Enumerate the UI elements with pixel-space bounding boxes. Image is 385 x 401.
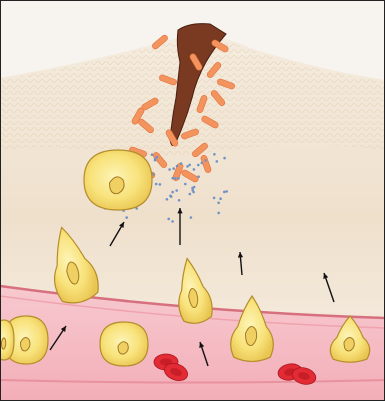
signal-dot [159, 183, 162, 186]
signal-dot [197, 164, 200, 167]
signal-dot [167, 218, 170, 221]
signal-dot [184, 183, 187, 186]
signal-dot [193, 168, 196, 171]
signal-dot [180, 162, 183, 165]
signal-dot [177, 177, 180, 180]
signal-dot [216, 160, 219, 163]
signal-dot [201, 162, 204, 165]
signal-dot [193, 186, 196, 189]
signal-dot [190, 216, 193, 219]
signal-dot [172, 167, 175, 170]
signal-dot [225, 190, 228, 193]
signal-dot [223, 191, 226, 194]
signal-dot [169, 195, 172, 198]
signal-dot [171, 191, 174, 194]
signal-dot [188, 164, 191, 167]
signal-dot [125, 216, 128, 219]
signal-dot [171, 220, 174, 223]
signal-dot [178, 199, 181, 202]
signal-dot [156, 156, 159, 159]
signal-dot [204, 159, 207, 162]
signal-dot [186, 165, 189, 168]
signal-dot [152, 173, 155, 176]
signal-dot [217, 202, 220, 205]
signal-dot [213, 197, 216, 200]
phagocyte [100, 322, 148, 366]
signal-dot [174, 177, 177, 180]
signal-dot [175, 189, 178, 192]
signal-dot [166, 198, 169, 201]
signal-dot [154, 158, 157, 161]
signal-dot [189, 193, 192, 196]
signal-dot [192, 191, 195, 194]
signal-dot [213, 153, 216, 156]
signal-dot [223, 157, 226, 160]
phagocyte [84, 150, 152, 210]
signal-dot [151, 153, 154, 156]
signal-dot [176, 165, 179, 168]
signal-dot [197, 175, 200, 178]
signal-dot [171, 177, 174, 180]
signal-dot [168, 168, 171, 171]
signal-dot [155, 183, 158, 186]
phagocyte [0, 320, 14, 360]
signal-dot [217, 212, 220, 215]
signal-dot [219, 197, 222, 200]
